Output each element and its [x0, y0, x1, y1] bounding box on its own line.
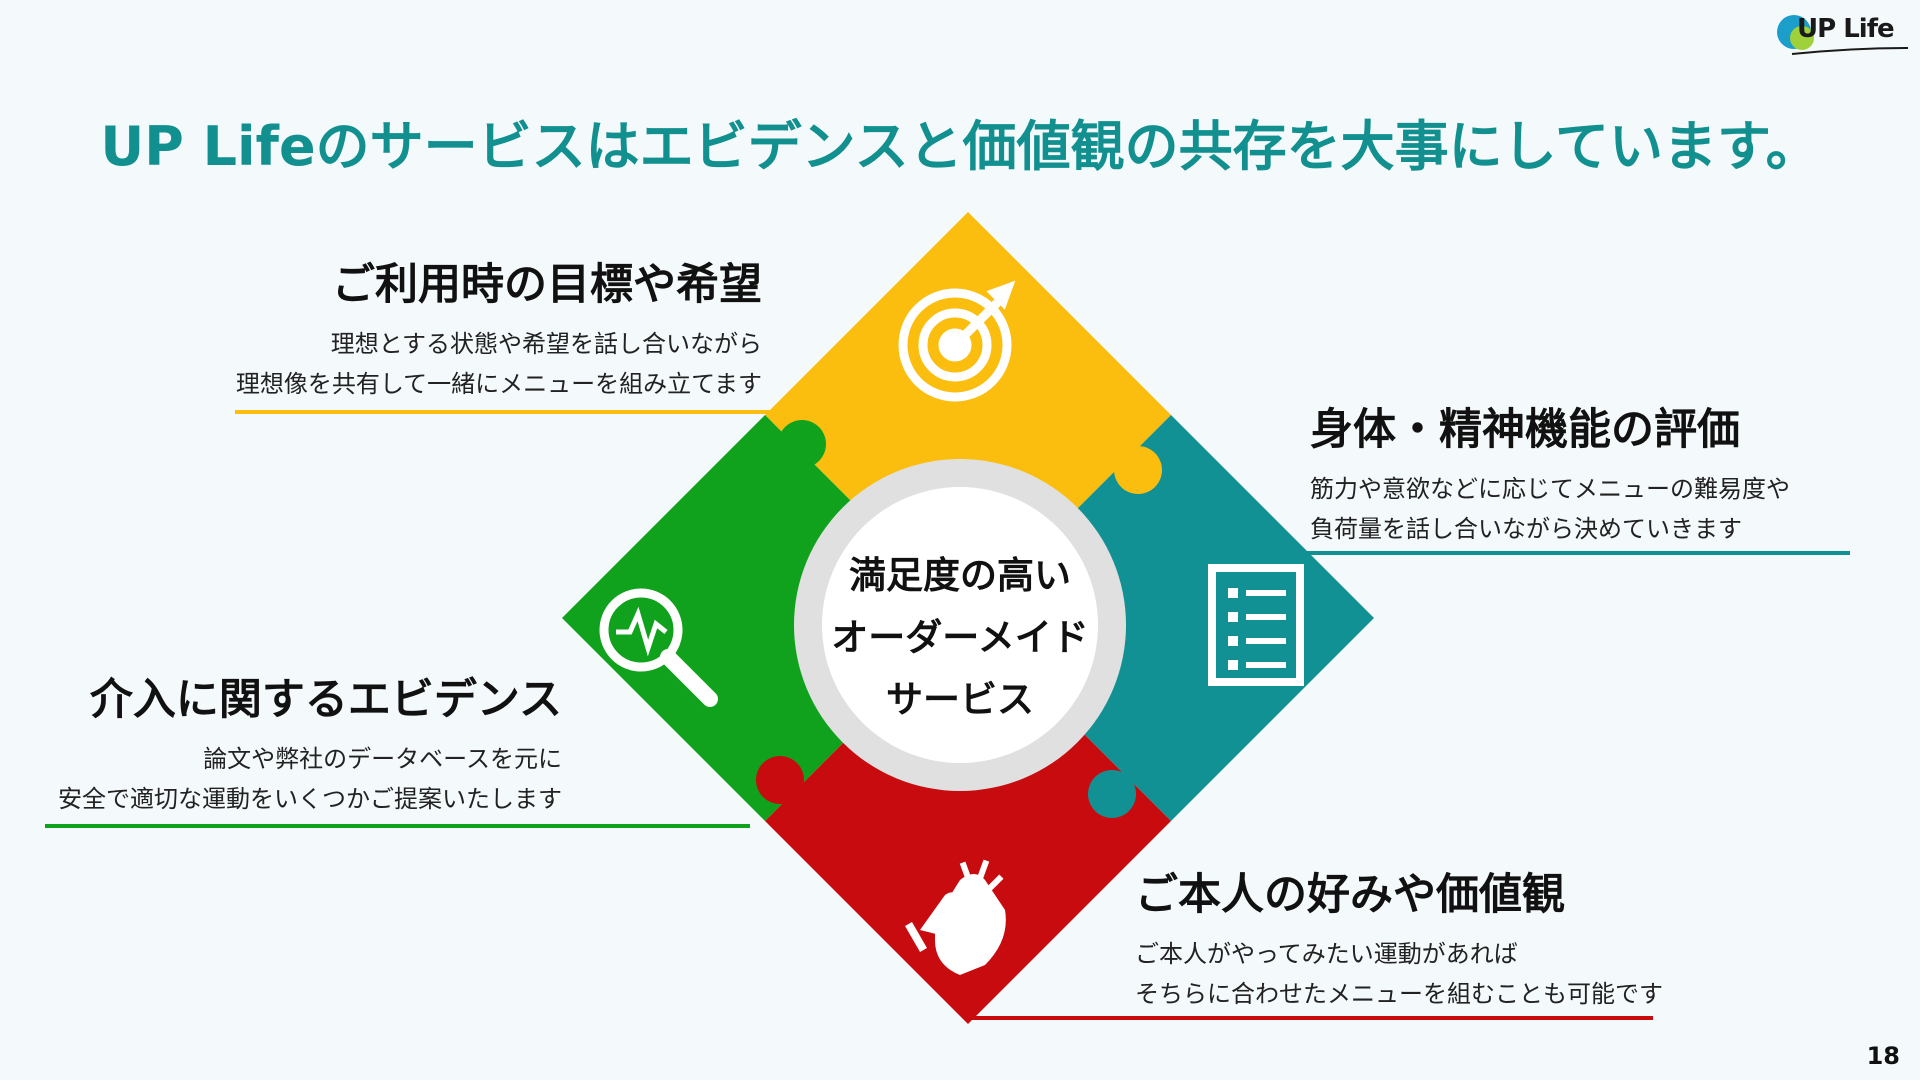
section-text: 論文や弊社のデータベースを元に [203, 745, 562, 773]
knob-yellow-right [1114, 446, 1162, 494]
section-text: 理想とする状態や希望を話し合いながら [330, 330, 762, 358]
underline-green [45, 824, 750, 828]
page-title: UP Lifeのサービスはエビデンスと価値観の共存を大事にしています。 [100, 115, 1820, 178]
underline-teal [1290, 551, 1850, 555]
center-disc [822, 487, 1098, 763]
section-evaluation: 身体・精神機能の評価 筋力や意欲などに応じてメニューの難易度や 負荷量を話し合い… [1310, 395, 1870, 549]
section-evidence: 介入に関するエビデンス 論文や弊社のデータベースを元に 安全で適切な運動をいくつ… [40, 665, 562, 819]
center-line: サービス [886, 678, 1034, 721]
section-text: 理想像を共有して一緒にメニューを組み立てます [235, 370, 762, 398]
knob-red-left [756, 756, 804, 804]
page-number: 18 [1866, 1042, 1900, 1070]
logo [1772, 8, 1912, 58]
section-heading: ご利用時の目標や希望 [332, 260, 762, 310]
section-values: ご本人の好みや価値観 ご本人がやってみたい運動があれば そちらに合わせたメニュー… [1135, 860, 1735, 1014]
section-heading: 介入に関するエビデンス [89, 675, 562, 725]
knob-teal-bottom [1088, 770, 1136, 818]
section-text: ご本人がやってみたい運動があれば [1135, 940, 1518, 968]
underline-yellow [235, 410, 780, 414]
logo-circle-green [1790, 26, 1814, 50]
magnifier-pulse-icon [599, 588, 718, 707]
section-text: 筋力や意欲などに応じてメニューの難易度や [1310, 475, 1790, 503]
target-icon [898, 280, 1016, 402]
checklist-icon [1208, 564, 1304, 686]
knob-green-top [778, 420, 826, 468]
section-heading: 身体・精神機能の評価 [1310, 405, 1740, 455]
underline-red [968, 1016, 1653, 1020]
section-text: そちらに合わせたメニューを組むことも可能です [1135, 980, 1663, 1008]
section-text: 負荷量を話し合いながら決めていきます [1310, 515, 1742, 543]
section-goals: ご利用時の目標や希望 理想とする状態や希望を話し合いながら 理想像を共有して一緒… [230, 250, 762, 404]
logo-text: UP Life [1797, 14, 1895, 44]
center-line: 満足度の高い [849, 554, 1071, 597]
section-text: 安全で適切な運動をいくつかご提案いたします [58, 785, 562, 813]
section-heading: ご本人の好みや価値観 [1135, 870, 1565, 920]
center-line: オーダーメイド [831, 616, 1089, 659]
logo-swoosh [1791, 47, 1909, 55]
center-label: 満足度の高い オーダーメイド サービス [810, 545, 1110, 731]
clapping-hands-icon [905, 859, 1006, 975]
